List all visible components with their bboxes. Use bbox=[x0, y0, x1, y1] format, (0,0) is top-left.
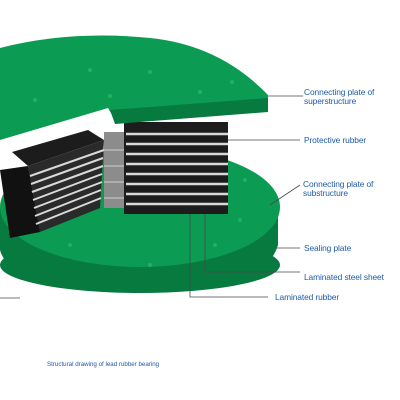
label-laminated-rubber: Laminated rubber bbox=[275, 292, 340, 302]
laminated-rubber-block bbox=[124, 122, 228, 214]
leader-lines bbox=[0, 95, 303, 299]
label-protective-rubber: Protective rubber bbox=[304, 135, 367, 145]
label-line-2: substructure bbox=[303, 188, 348, 198]
label-line-1: Connecting plate of bbox=[303, 179, 374, 189]
top-connecting-plate bbox=[0, 35, 268, 140]
label-connecting-plate-superstructure: Connecting plate of superstructure bbox=[304, 88, 374, 106]
label-sealing-plate: Sealing plate bbox=[304, 243, 352, 253]
cutaway-block bbox=[0, 130, 105, 238]
lead-core bbox=[104, 132, 124, 208]
label-line-2: superstructure bbox=[304, 96, 357, 106]
caption: Structural drawing of lead rubber bearin… bbox=[47, 361, 160, 368]
label-laminated-steel-sheet: Laminated steel sheet bbox=[304, 272, 384, 282]
label-line-1: Connecting plate of bbox=[304, 87, 375, 97]
label-connecting-plate-substructure: Connecting plate of substructure bbox=[303, 180, 373, 198]
